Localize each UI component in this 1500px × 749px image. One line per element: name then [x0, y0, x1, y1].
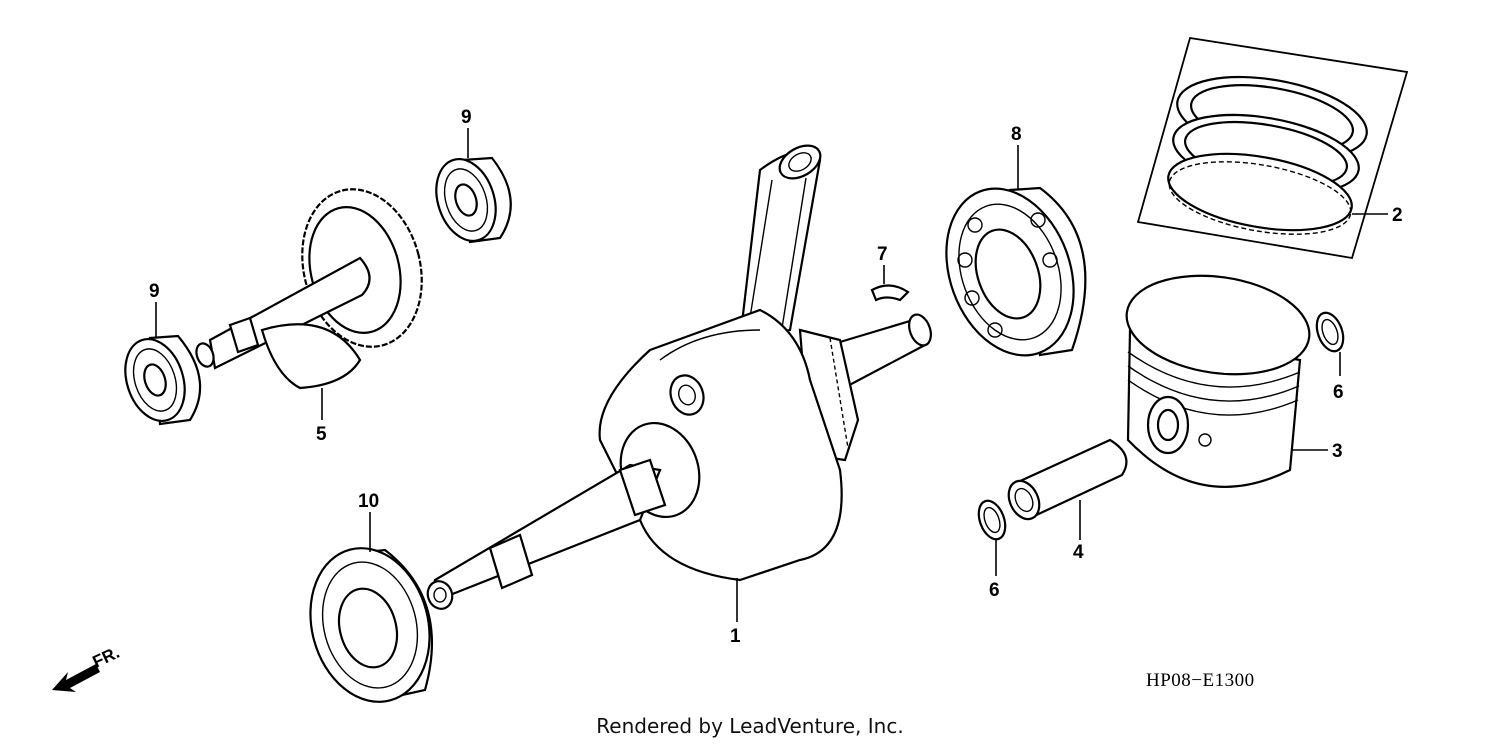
callout-5: 5: [316, 424, 327, 445]
balancer-bearing-top[interactable]: [426, 151, 512, 248]
crankshaft[interactable]: [424, 139, 935, 612]
piston[interactable]: [1120, 265, 1316, 488]
callout-6-left: 6: [989, 580, 1000, 601]
callout-6-right: 6: [1333, 382, 1344, 403]
footer-credit: Rendered by LeadVenture, Inc.: [596, 714, 904, 738]
balancer-shaft[interactable]: [193, 176, 438, 390]
piston-pin-clip-right[interactable]: [1312, 309, 1348, 355]
piston-pin-clip-left[interactable]: [974, 497, 1010, 543]
diagram-code: HP08−E1300: [1146, 670, 1255, 691]
leader-lines: [155, 128, 1388, 622]
callout-9-top: 9: [461, 107, 472, 128]
callout-10: 10: [358, 491, 379, 512]
crankshaft-bearing-right[interactable]: [924, 171, 1096, 374]
crankshaft-bearing-left[interactable]: [294, 535, 446, 716]
callout-4: 4: [1073, 542, 1084, 563]
callout-8: 8: [1011, 124, 1022, 145]
balancer-bearing-left[interactable]: [115, 331, 202, 428]
piston-pin[interactable]: [1003, 438, 1128, 524]
callout-3: 3: [1332, 441, 1343, 462]
woodruff-key[interactable]: [870, 284, 910, 302]
callout-9-left: 9: [149, 281, 160, 302]
front-direction-arrow-icon: FR.: [52, 643, 123, 692]
callout-7: 7: [877, 244, 888, 265]
callout-2: 2: [1392, 205, 1403, 226]
callout-1: 1: [730, 626, 741, 647]
piston-ring-set[interactable]: [1136, 36, 1409, 260]
